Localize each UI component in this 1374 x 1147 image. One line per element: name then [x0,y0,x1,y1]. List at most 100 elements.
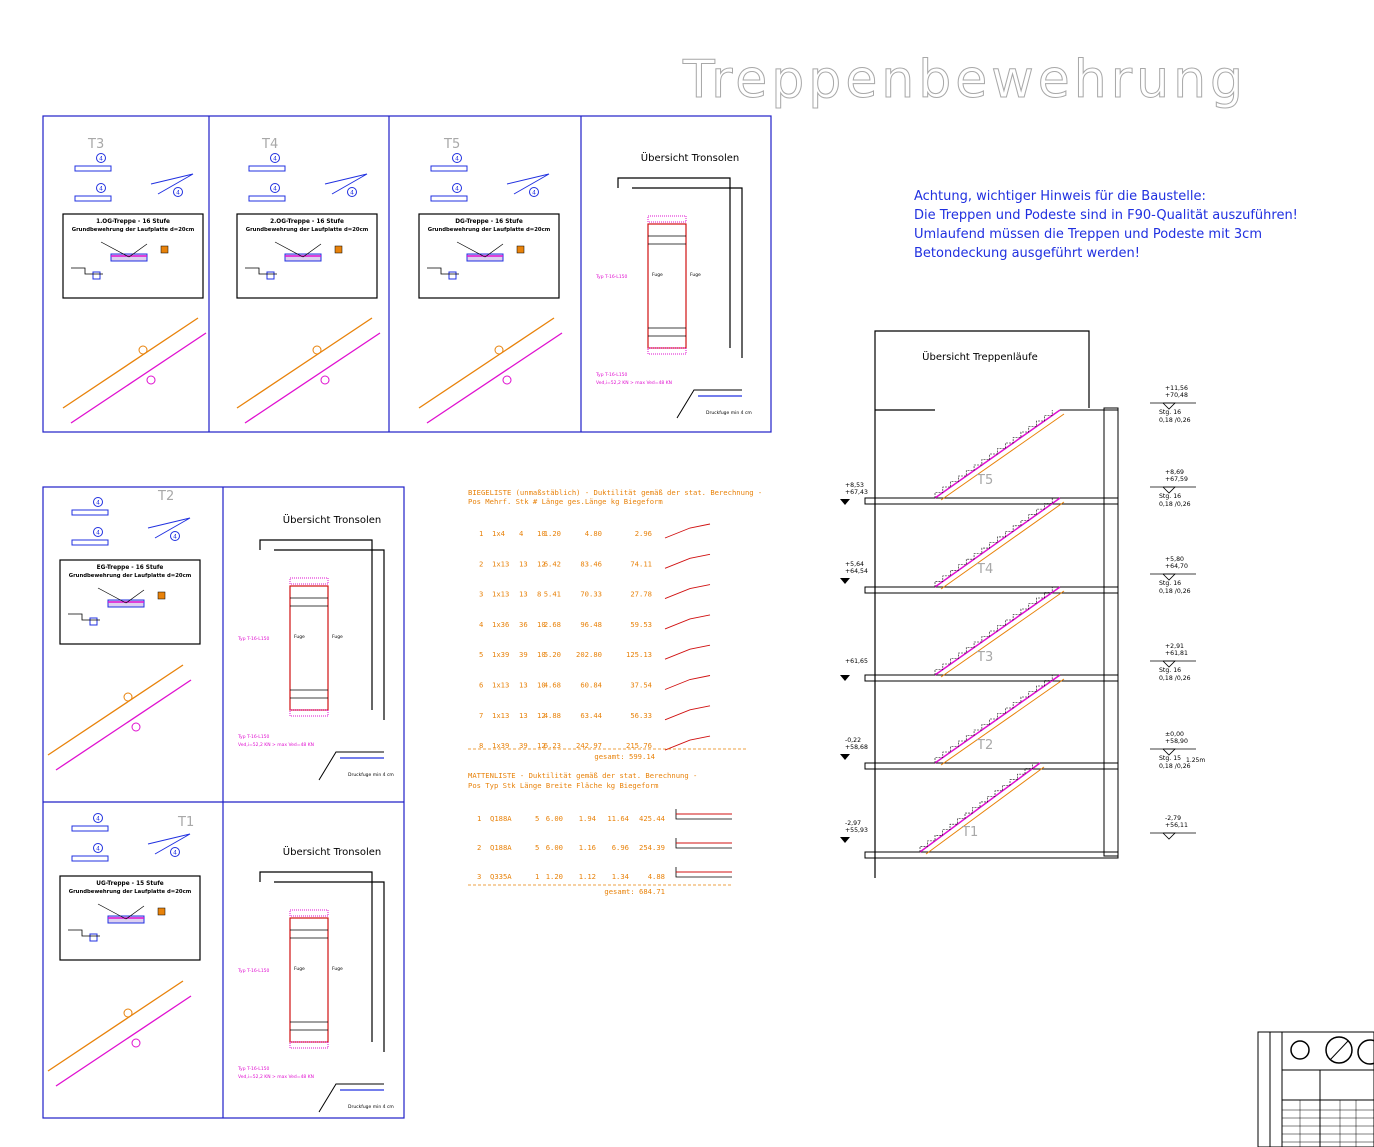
biegeliste-cell: 74.11 [630,559,652,568]
biegeliste-cell: 5 [479,650,483,659]
leader-line [97,903,127,920]
flight-tag: T5 [443,137,460,152]
biegeliste-cell: 1x13 [492,590,509,599]
biegeliste-cell: 5.41 [544,590,561,599]
level-value: +64,70 [1165,563,1188,570]
bend-shape [664,553,711,569]
position-number: 4 [96,846,100,853]
bar-detail [74,195,112,202]
detail-box-subtitle: Grundbewehrung der Laufplatte d=20cm [69,573,192,579]
biegeliste-cell: 202.80 [576,650,602,659]
biegeliste-cell: 125.13 [626,650,652,659]
level-value: +5,80 [1165,556,1184,563]
biegeliste-cell: 27.78 [630,590,652,599]
mesh-shape [427,267,459,275]
stair-steps [919,763,1033,852]
mesh-shape [68,613,100,621]
biegeliste-header: Pos Mehrf. Stk # Länge ges.Länge kg Bieg… [468,497,663,506]
biegeliste-cell: 242.97 [576,741,602,750]
position-marker [131,722,141,732]
level-triangle [1162,832,1176,840]
biegeliste-cell: 6 [479,681,483,690]
mattenliste-cell: 5 [535,843,539,852]
stair-flight-t2: T2 [934,674,1065,766]
position-marker [96,153,106,163]
level-triangle [1162,748,1176,756]
biegeliste-cell: 13 [519,681,528,690]
mattenliste-cell: 6.00 [546,843,563,852]
position-marker [170,531,180,541]
step-dimensions: 0,18 /0,26 [1159,501,1191,508]
level-value: +70,48 [1165,392,1188,399]
mattenliste-cell: 11.64 [607,814,629,823]
biegeliste-cell: 2.68 [544,620,561,629]
detail-box-title: UG-Treppe - 15 Stufe [96,881,163,887]
stair-flight-t1: T1 [919,762,1045,855]
mattenliste-total: gesamt: 684.71 [604,887,665,896]
biegeliste-cell: 8 [479,741,483,750]
wall-outline [274,549,385,720]
mesh-marker [157,591,166,600]
level-value: ±0,00 [1165,731,1184,738]
step-dimensions: 0,18 /0,26 [1159,675,1191,682]
rebar-magenta-diagonal [55,995,192,1087]
position-number: 4 [455,156,459,163]
mesh-marker [516,245,525,254]
mesh-shape [68,929,100,937]
biegeliste-cell: 10 [537,529,546,538]
wall-outline [617,177,731,348]
stair-flight-t5: T5 [934,409,1065,501]
leader-line [456,241,486,258]
position-number: 4 [273,156,277,163]
top-panel-frame [42,115,772,433]
level-marker-left: +61,65 [840,658,868,681]
fuge-label: Fuge [690,272,701,278]
detail-box-subtitle: Grundbewehrung der Laufplatte d=20cm [246,227,369,233]
leader-line [274,241,304,258]
mesh-shape [675,867,732,878]
detail-box-title: DG-Treppe - 16 Stufe [455,219,523,225]
biegeliste-cell: 4 [519,529,523,538]
flight-tag: T4 [261,137,278,152]
rebar-orange-diagonal [418,317,555,409]
mesh-shape [71,267,103,275]
position-number: 4 [455,186,459,193]
mesh-schedule: MATTENLISTE - Duktilität gemäß der stat.… [468,771,732,896]
tronsole-hatch [289,1041,329,1049]
tronsole-type-label: Typ T-16-L150 [237,734,270,740]
position-marker [93,813,103,823]
detail-box [62,213,204,299]
biegeliste-cell: 1x36 [492,620,509,629]
biegeliste-cell: 39 [519,650,528,659]
flight-rebar [925,766,1045,855]
biegeliste-cell: 1 [479,529,483,538]
mattenliste-cell: 6.00 [546,814,563,823]
biegeliste-cell: 83.46 [580,559,602,568]
position-number: 4 [176,190,180,197]
biegeliste-cell: 12 [537,559,546,568]
leader-line [125,589,145,604]
tronsole-hatch [289,909,329,917]
position-marker [502,375,512,385]
stair-plan-outline [647,223,687,349]
position-marker [123,692,133,702]
biegeliste-cell: 2 [479,559,483,568]
rebar-orange-diagonal [62,317,199,409]
level-value: +5,64 [845,561,864,568]
biegeliste-cell: 1x4 [492,529,505,538]
bend-shape [664,614,711,630]
floor-slab [864,497,1119,505]
tronsole-type-label: Typ T-16-L150 [237,636,270,642]
biegeliste-cell: 36 [519,620,528,629]
mesh-shape [245,267,277,275]
biegeliste-cell: 10 [537,650,546,659]
level-triangle [1162,486,1176,494]
wall-section [1103,407,1119,857]
hook-shape [324,173,368,195]
mattenliste-cell: Q188A [490,843,512,852]
bending-schedule: BIEGELISTE (unmaßstäblich) - Duktilität … [468,488,762,761]
level-value: +58,90 [1165,738,1188,745]
